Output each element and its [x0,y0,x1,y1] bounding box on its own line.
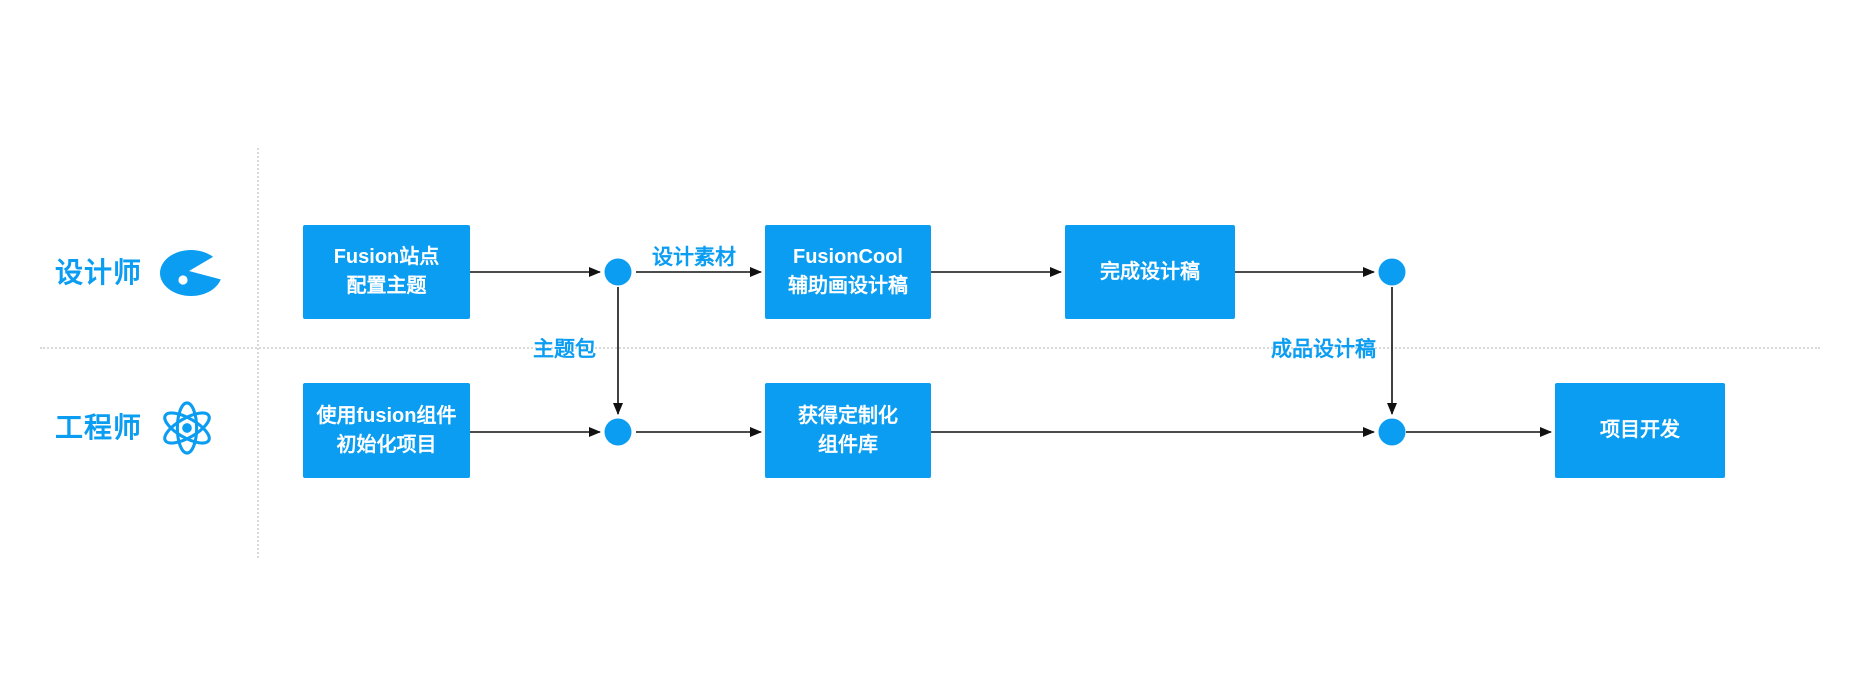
node-fusioncool-assist-design: FusionCool 辅助画设计稿 [765,225,931,319]
edge-label-final-design: 成品设计稿 [1271,338,1376,361]
lane-designer-label: 设计师 [55,257,143,288]
junction-dot-design-target [1378,418,1406,446]
palette-icon [160,250,224,296]
node-text-line: 项目开发 [1600,419,1680,441]
lane-engineer-label: 工程师 [55,412,143,443]
node-text-line: Fusion站点 [333,246,440,268]
node-init-project-with-fusion: 使用fusion组件 初始化项目 [303,383,470,478]
atom-icon [163,401,211,455]
node-text-line: 辅助画设计稿 [788,275,908,297]
node-text-line: 获得定制化 [798,404,898,427]
node-project-development: 项目开发 [1555,383,1725,478]
node-text-line: 使用fusion组件 [316,404,457,427]
junction-dot-design-output [1378,258,1406,286]
node-text-line: 初始化项目 [336,433,437,456]
node-finish-design-draft: 完成设计稿 [1065,225,1235,319]
lane-designer: 设计师 [55,247,224,299]
node-get-customized-component-lib: 获得定制化 组件库 [765,383,931,478]
node-text-line: 组件库 [818,433,878,456]
lane-left-boundary-line [257,148,259,558]
junction-dot-theme-target [604,418,632,446]
node-fusion-site-config-theme: Fusion站点 配置主题 [303,225,470,319]
node-text-line: 完成设计稿 [1100,260,1200,283]
lane-engineer: 工程师 [55,401,216,455]
node-text-line: 配置主题 [346,275,427,297]
edge-label-design-assets: 设计素材 [652,246,736,269]
junction-dot-theme-source [604,258,632,286]
node-text-line: FusionCool [793,246,903,268]
edge-label-theme-package: 主题包 [533,338,596,361]
lane-separator-line [40,347,1820,349]
